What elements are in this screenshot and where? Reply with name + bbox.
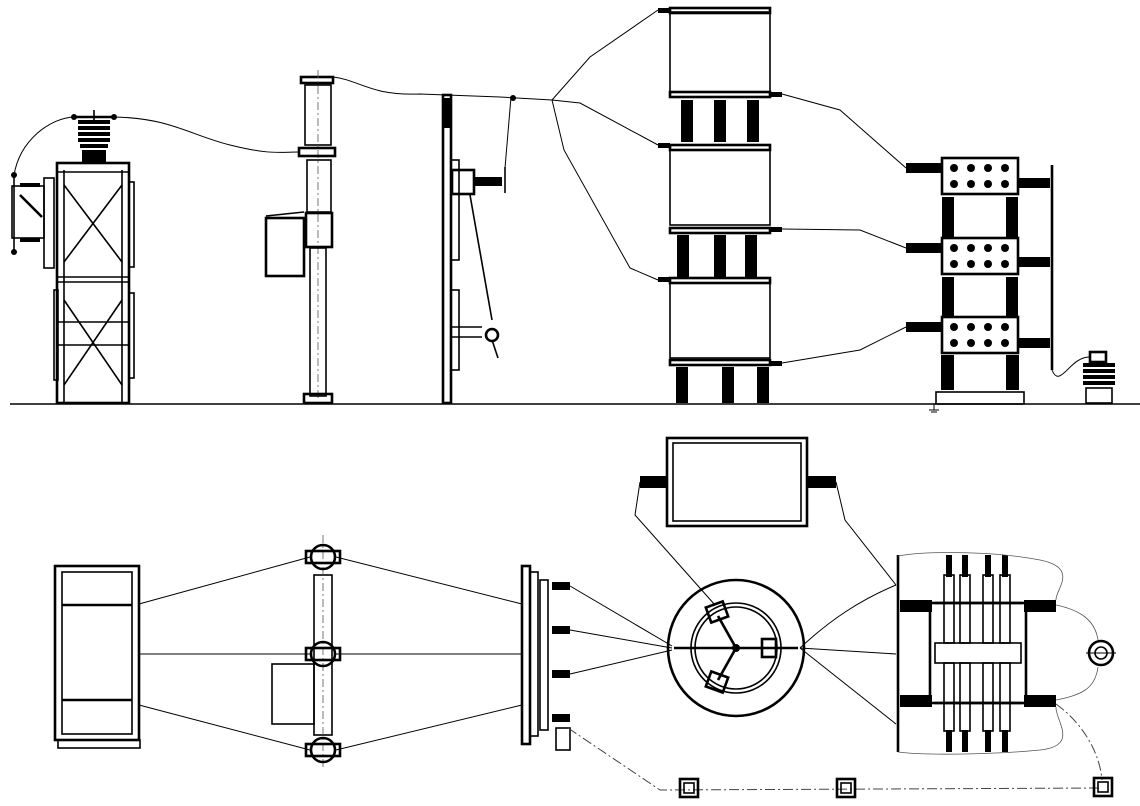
neutral-ct-elevation <box>1083 350 1115 404</box>
capacitor-units <box>943 555 1011 752</box>
elevation-view <box>10 6 1140 413</box>
star-point-ring-plan <box>666 578 806 718</box>
post-insulators <box>676 100 769 403</box>
ct-head-top <box>304 543 342 571</box>
ct-head-bottom <box>304 736 342 764</box>
grounding-system <box>567 703 1114 799</box>
grounding-point-3 <box>1092 776 1114 798</box>
capacitor-rack-plan <box>896 552 1064 755</box>
three-tier-capacitor-rack <box>906 156 1054 413</box>
disconnector-elevation <box>441 93 506 405</box>
plan-view <box>53 436 1116 799</box>
lattice-frame-elevation <box>53 161 135 405</box>
reactor-enclosure-plan <box>640 436 836 528</box>
plan-conductors <box>138 481 897 751</box>
terminals <box>658 8 782 366</box>
current-transformer-plan <box>271 535 342 770</box>
neutral-ct-plan <box>1055 604 1116 701</box>
grounding-point-2 <box>835 777 857 799</box>
post-current-transformer-elevation <box>264 70 337 405</box>
ground-symbol <box>929 404 939 413</box>
grounding-point-1 <box>678 777 700 799</box>
disconnector-plan <box>520 564 571 751</box>
elevation-conductors <box>13 9 1091 377</box>
capacitor-stack-elevation <box>658 6 782 403</box>
surge-arrester-top <box>71 110 117 163</box>
lattice-frame-plan <box>53 564 141 749</box>
side-mounted-arrester <box>11 172 55 269</box>
